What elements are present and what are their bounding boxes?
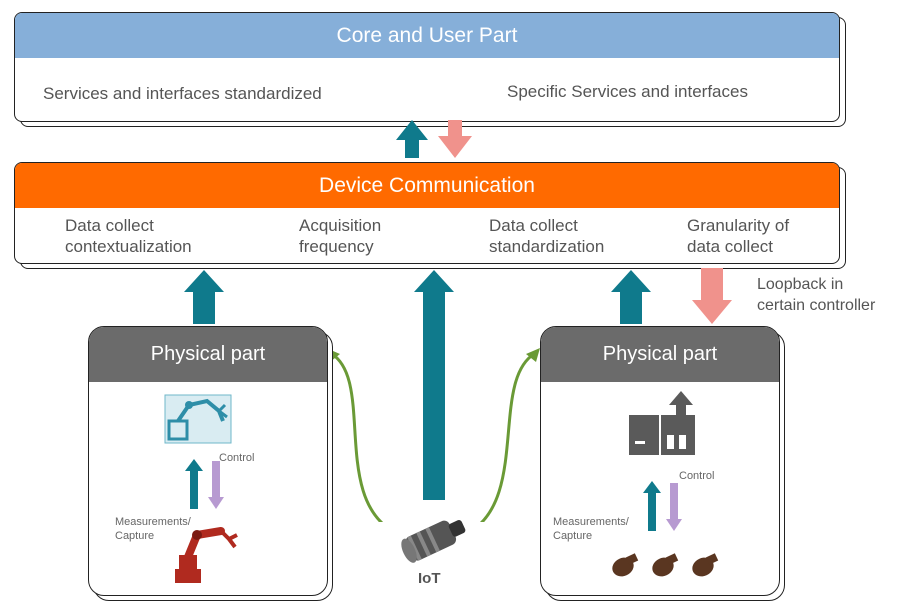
iot-up-arrow xyxy=(414,270,454,500)
right-control-arrows xyxy=(643,481,682,531)
device-item-2-line2: frequency xyxy=(299,237,374,256)
core-standard-services: Services and interfaces standardized xyxy=(43,84,322,103)
left-measure-line2: Capture xyxy=(115,530,155,542)
physical-part-right: Physical part Control Measurements/ Capt… xyxy=(540,326,780,596)
control-down-arrow-shaft xyxy=(670,483,678,521)
device-item-1: Data collect contextualization xyxy=(65,215,192,257)
robot-sketch-icon xyxy=(164,394,232,444)
loopback-note: Loopback in certain controller xyxy=(757,274,875,316)
device-item-2: Acquisition frequency xyxy=(299,215,381,257)
sensors-icon xyxy=(612,553,719,577)
loopback-down-arrow-shaft xyxy=(701,268,723,302)
uplink-arrows xyxy=(184,268,732,522)
controller-icon xyxy=(629,391,695,455)
measure-up-arrow xyxy=(643,481,661,531)
iot-sensor-icon xyxy=(401,520,466,563)
physical-part-left: Physical part Control Measurements/ Capt… xyxy=(88,326,328,596)
right-control-label: Control xyxy=(679,470,715,482)
left-measure-label: Measurements/ Capture xyxy=(115,515,191,543)
down-arrow-shaft xyxy=(448,120,462,138)
left-control-arrows xyxy=(185,459,224,509)
device-item-4-line2: data collect xyxy=(687,237,773,256)
device-communication-panel: Device Communication Data collect contex… xyxy=(14,162,840,264)
iot-right-curve xyxy=(479,352,535,522)
up-arrow xyxy=(396,120,428,158)
left-control-label: Control xyxy=(219,452,255,464)
core-specific-services: Specific Services and interfaces xyxy=(507,82,748,101)
loopback-down-arrow xyxy=(692,300,732,324)
right-measure-line2: Capture xyxy=(553,530,593,542)
device-item-4: Granularity of data collect xyxy=(687,215,789,257)
loopback-line2: certain controller xyxy=(757,297,876,314)
device-item-4-line1: Granularity of xyxy=(687,216,790,235)
right-physical-up-arrow xyxy=(611,270,651,324)
measure-up-arrow xyxy=(185,459,203,509)
control-down-arrow-shaft xyxy=(212,461,220,499)
left-measure-line1: Measurements/ xyxy=(115,516,191,528)
iot-right-curve-head xyxy=(526,348,540,362)
core-title: Core and User Part xyxy=(15,13,839,58)
iot-label: IoT xyxy=(418,570,441,587)
left-physical-up-arrow xyxy=(184,270,224,324)
core-device-arrows xyxy=(396,120,472,158)
device-item-3: Data collect standardization xyxy=(489,215,604,257)
right-measure-label: Measurements/ Capture xyxy=(553,515,629,543)
loopback-line1: Loopback in xyxy=(757,276,844,293)
down-arrow xyxy=(438,136,472,158)
physical-left-title: Physical part xyxy=(89,327,327,382)
physical-right-title: Physical part xyxy=(541,327,779,382)
device-item-3-line2: standardization xyxy=(489,237,605,256)
control-down-arrow xyxy=(666,519,682,531)
device-title: Device Communication xyxy=(15,163,839,208)
device-item-3-line1: Data collect xyxy=(489,216,578,235)
device-item-2-line1: Acquisition xyxy=(299,216,382,235)
industrial-robot-icon xyxy=(175,527,238,583)
device-item-1-line1: Data collect xyxy=(65,216,154,235)
core-user-panel: Core and User Part Services and interfac… xyxy=(14,12,840,122)
iot-left-curve xyxy=(331,352,384,522)
device-item-1-line2: contextualization xyxy=(65,237,192,256)
right-measure-line1: Measurements/ xyxy=(553,516,629,528)
control-down-arrow xyxy=(208,497,224,509)
